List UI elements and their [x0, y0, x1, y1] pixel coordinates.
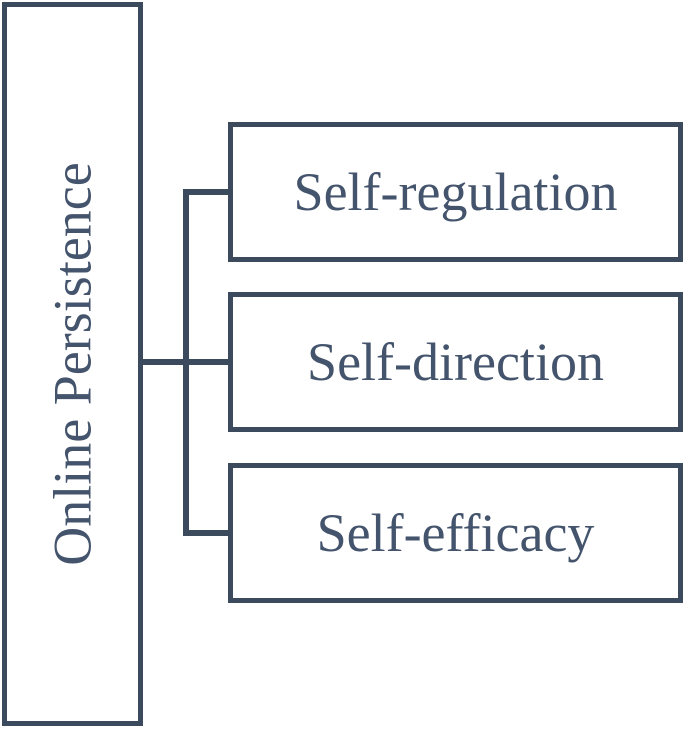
node-self-direction: Self-direction [228, 292, 683, 432]
node-self-efficacy: Self-efficacy [228, 463, 683, 603]
connector-bracket-vertical [183, 189, 189, 536]
node-self-direction-label: Self-direction [307, 332, 604, 392]
node-online-persistence: Online Persistence [2, 2, 143, 726]
connector-stub-self-efficacy [183, 530, 228, 536]
node-self-regulation-label: Self-regulation [293, 162, 618, 222]
connector-stub-self-regulation [183, 189, 228, 195]
node-self-regulation: Self-regulation [228, 122, 683, 262]
node-self-efficacy-label: Self-efficacy [316, 503, 595, 563]
node-online-persistence-label: Online Persistence [42, 162, 103, 566]
